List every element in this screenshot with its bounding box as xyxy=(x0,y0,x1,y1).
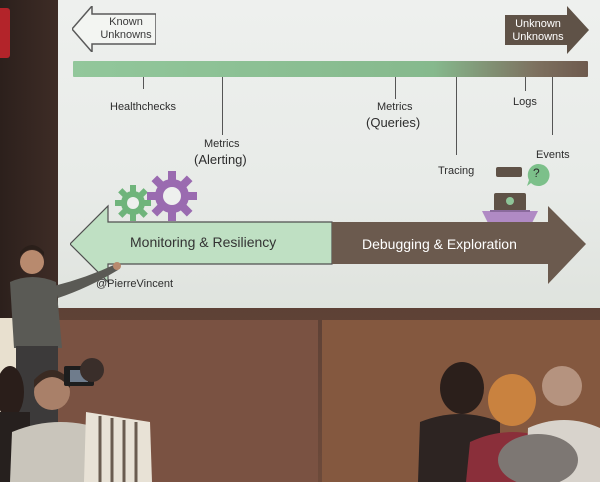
large-gear-icon xyxy=(147,171,197,221)
debugging-exploration-label: Debugging & Exploration xyxy=(362,236,517,252)
exit-light xyxy=(0,8,10,58)
events-label: Events xyxy=(536,149,570,161)
known-unknowns-label: Known Unknowns xyxy=(96,16,156,42)
monitoring-debugging-arrow xyxy=(70,204,586,284)
debugging-laptop-icon xyxy=(482,167,538,223)
unknowns-label-right: Unknowns xyxy=(512,31,564,43)
tick-metrics-alerting xyxy=(222,77,223,135)
question-mark: ? xyxy=(533,166,540,180)
metrics-queries-label: Metrics xyxy=(377,101,413,113)
tick-tracing xyxy=(456,77,457,155)
known-label: Known xyxy=(109,16,143,28)
alerting-label: (Alerting) xyxy=(194,152,247,167)
tick-metrics-queries xyxy=(395,77,396,99)
spectrum-bar xyxy=(73,61,588,77)
tick-events xyxy=(552,77,553,135)
small-gear-icon xyxy=(115,185,151,221)
monitoring-resiliency-label: Monitoring & Resiliency xyxy=(130,234,277,250)
healthchecks-label: Healthchecks xyxy=(110,101,177,113)
logs-label: Logs xyxy=(513,96,537,108)
unknowns-label-left: Unknowns xyxy=(100,29,152,41)
unknown-label: Unknown xyxy=(515,18,561,30)
unknown-unknowns-label: Unknown Unknowns xyxy=(508,18,568,44)
question-bubble-icon xyxy=(527,163,550,186)
twitter-handle: @PierreVincent xyxy=(96,278,173,290)
queries-label: (Queries) xyxy=(366,115,421,130)
unknown-unknowns-arrow xyxy=(505,6,589,54)
tracing-label: Tracing xyxy=(438,165,475,177)
tick-healthchecks xyxy=(143,77,144,89)
tick-logs xyxy=(525,77,526,91)
known-unknowns-arrow xyxy=(72,6,156,52)
metrics-alerting-label: Metrics xyxy=(204,138,240,150)
audience-silhouettes xyxy=(0,358,600,482)
